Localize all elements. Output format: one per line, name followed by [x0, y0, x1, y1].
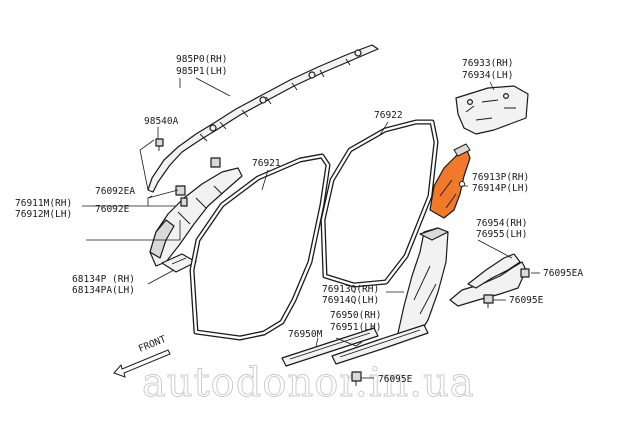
label-76913q: 76913Q(RH) — [322, 284, 379, 295]
leader-lines — [82, 77, 540, 379]
curtain-airbag — [147, 44, 379, 193]
rear-pillar-garnish — [455, 85, 529, 135]
front-door-seal — [189, 153, 331, 341]
clip-76095ea-icon — [520, 268, 530, 278]
label-68134pa: 68134PA(LH) — [72, 285, 135, 296]
label-76950m: 76950M — [288, 329, 323, 340]
callout-labels: 985P0(RH) 985P1(LH) 98540A 76092EA 76092… — [15, 54, 583, 385]
label-76933: 76933(RH) — [462, 58, 513, 69]
front-pillar-garnish — [149, 157, 243, 267]
kick-plate — [449, 253, 527, 307]
watermark-text: autodonor.in.ua — [142, 360, 475, 406]
center-pillar-lower — [397, 227, 449, 337]
arrow-down-left-icon — [113, 349, 171, 378]
label-76095ea: 76095EA — [543, 268, 583, 279]
sill-plate-front — [281, 327, 379, 367]
label-76095e-lower: 76095E — [378, 374, 413, 385]
label-76955: 76955(LH) — [476, 229, 527, 240]
label-76934: 76934(LH) — [462, 70, 513, 81]
label-76950: 76950(RH) — [330, 310, 381, 321]
clip-76095e-a-icon — [483, 294, 494, 308]
label-98540a: 98540A — [144, 116, 179, 127]
label-76914q: 76914Q(LH) — [322, 295, 379, 306]
label-76922: 76922 — [374, 110, 403, 121]
label-76921: 76921 — [252, 158, 281, 169]
label-76095e-upper: 76095E — [509, 295, 544, 306]
label-76911m: 76911M(RH) — [15, 198, 72, 209]
label-76954: 76954(RH) — [476, 218, 527, 229]
label-68134p: 68134P (RH) — [72, 274, 135, 285]
label-76951: 76951(LH) — [330, 322, 381, 333]
label-76092ea: 76092EA — [95, 186, 135, 197]
label-76913p: 76913P(RH) — [472, 172, 529, 183]
label-985p1: 985P1(LH) — [176, 66, 227, 77]
rear-door-seal — [320, 119, 439, 288]
clip-76095e-b-icon — [351, 371, 362, 386]
center-pillar-upper-highlighted — [429, 143, 471, 219]
clip-98540a-icon — [155, 138, 164, 151]
sill-plate-rear — [331, 324, 429, 365]
label-76912m: 76912M(LH) — [15, 209, 72, 220]
label-985p0: 985P0(RH) — [176, 54, 227, 65]
label-76092e: 76092E — [95, 204, 130, 215]
label-76914p: 76914P(LH) — [472, 183, 529, 194]
clip-76092e-icon — [180, 197, 188, 207]
